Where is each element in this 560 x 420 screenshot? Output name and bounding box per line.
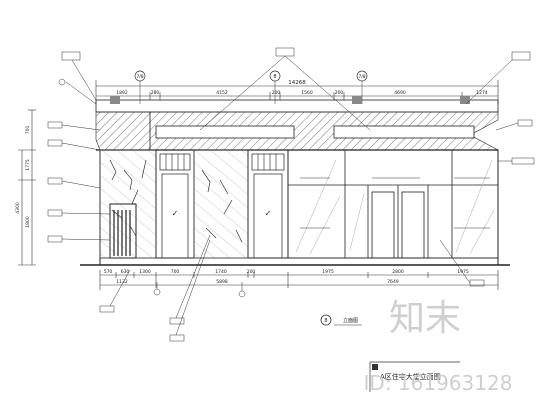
left-dim-2: 1775 bbox=[25, 159, 31, 171]
ceiling-recess-left bbox=[155, 125, 295, 139]
elevation-wall: ✓ ✓ bbox=[80, 149, 510, 266]
glass-curtain-wall bbox=[287, 149, 499, 259]
top-dim-1: 1892 bbox=[116, 90, 128, 96]
top-dim-6: 200 bbox=[335, 90, 344, 96]
door-right-mark: ✓ bbox=[265, 209, 272, 218]
left-total-dimension: 4300 bbox=[15, 202, 21, 214]
top-dimension-chain bbox=[95, 80, 499, 104]
bottom-dim-2: 630 bbox=[121, 269, 130, 275]
top-total-dimension: 14268 bbox=[288, 80, 306, 86]
stone-panel-center bbox=[193, 149, 249, 259]
left-dim-3: 1800 bbox=[25, 216, 31, 228]
title-block: A区住宅大堂立面图 bbox=[369, 361, 460, 392]
watermark-logo: 知末 bbox=[389, 298, 461, 339]
bottom-dim-6: 200 bbox=[247, 269, 256, 275]
bottom-total-dim-2: 5898 bbox=[216, 279, 228, 285]
grid-axis-bubble-2 bbox=[269, 70, 281, 82]
top-dimension-labels: 1892 280 4152 200 1560 200 4690 1274 bbox=[116, 90, 488, 96]
left-dimension-chain bbox=[18, 109, 36, 266]
bottom-dim-3: 1300 bbox=[139, 269, 151, 275]
grid-axis-label-2: 8 bbox=[273, 74, 276, 80]
beam-marker-3 bbox=[460, 96, 470, 104]
ceiling-band bbox=[95, 96, 499, 151]
top-dim-4: 200 bbox=[272, 90, 281, 96]
view-caption: A区住宅大堂立面图 bbox=[380, 372, 441, 381]
top-dim-2: 280 bbox=[151, 90, 160, 96]
beam-marker-1 bbox=[110, 96, 120, 104]
door-left-mark: ✓ bbox=[172, 209, 179, 218]
bottom-dim-1: 570 bbox=[104, 269, 113, 275]
bottom-total-dim-1: 1132 bbox=[116, 279, 128, 285]
grid-axes: 7/8 8 7/8 bbox=[134, 70, 368, 104]
watermark-id: ID: 161963128 bbox=[364, 371, 513, 395]
top-dim-8: 1274 bbox=[476, 90, 488, 96]
section-marker: 8 立面图 bbox=[320, 314, 362, 326]
section-marker-label: 立面图 bbox=[343, 317, 358, 324]
beam-marker-2 bbox=[352, 96, 362, 104]
top-dim-5: 1560 bbox=[301, 90, 313, 96]
grid-axis-bubble-3 bbox=[356, 70, 368, 82]
section-marker-number: 8 bbox=[324, 318, 327, 324]
bottom-dim-row2-labels: 1132 5898 7649 bbox=[116, 279, 399, 285]
bottom-dim-4: 700 bbox=[171, 269, 180, 275]
bottom-dim-row1-labels: 570 630 1300 700 1740 200 1975 2800 1975 bbox=[104, 269, 469, 275]
top-dim-7: 4690 bbox=[394, 90, 406, 96]
ceiling-recess-right bbox=[333, 125, 475, 139]
bottom-dim-5: 1740 bbox=[215, 269, 227, 275]
leader-callouts bbox=[47, 47, 535, 342]
top-dim-3: 4152 bbox=[216, 90, 228, 96]
bottom-total-dim-3: 7649 bbox=[387, 279, 399, 285]
bottom-dim-7: 1975 bbox=[322, 269, 334, 275]
grid-axis-label-1: 7/8 bbox=[136, 74, 143, 80]
bottom-dim-8: 2800 bbox=[392, 269, 404, 275]
left-dim-1: 700 bbox=[25, 126, 31, 135]
bottom-dimension-chain bbox=[99, 270, 499, 290]
bottom-dim-9: 1975 bbox=[457, 269, 469, 275]
grid-axis-label-3: 7/8 bbox=[358, 74, 365, 80]
grid-axis-bubble-1 bbox=[134, 70, 146, 82]
